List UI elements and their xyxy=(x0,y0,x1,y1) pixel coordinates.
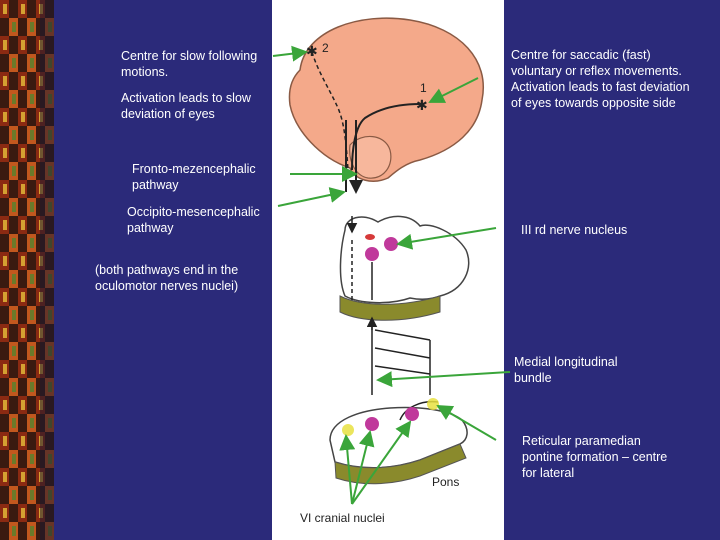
midbrain-section xyxy=(339,215,470,304)
arrow-saccadic xyxy=(428,77,479,103)
saccadic-centre-label: Centre for saccadic (fast) voluntary or … xyxy=(511,48,690,110)
arrow-mlf xyxy=(376,371,511,388)
slow-centre-label: Centre for slow following motions. xyxy=(121,49,258,79)
red-nucleus-mark xyxy=(365,234,375,240)
third-nerve-nucleus-label: III rd nerve nucleus xyxy=(521,223,628,237)
third-nerve-nucleus xyxy=(384,237,398,251)
both-pathways-note: (both pathways end in the oculomotor ner… xyxy=(95,263,239,293)
slow-activation-label: Activation leads to slow deviation of ey… xyxy=(121,91,251,121)
mlf-bundle xyxy=(371,318,431,395)
fronto-pathway-label: Fronto-mezencephalic pathway xyxy=(132,162,256,192)
fast-pathway-line xyxy=(351,103,421,171)
brain-hemisphere xyxy=(288,17,484,182)
arrow-slow-centre xyxy=(272,45,308,62)
pprf-right xyxy=(427,398,439,410)
vi-nucleus-right xyxy=(405,407,419,421)
centre-1-star: ✱ xyxy=(416,97,428,113)
vi-nucleus-left xyxy=(365,417,379,431)
vi-nuclei-label: VI cranial nuclei xyxy=(300,511,385,525)
third-nerve-nucleus-left xyxy=(365,247,379,261)
arrow-vi-right xyxy=(351,420,412,505)
reticular-formation-label: Reticular paramedian pontine formation –… xyxy=(522,434,668,480)
marker-2: 2 xyxy=(322,41,329,55)
arrow-vi-left xyxy=(351,430,375,505)
centre-2-star: ✱ xyxy=(306,43,318,59)
mlf-label: Medial longitudinal bundle xyxy=(514,355,618,385)
occipito-pathway-label: Occipito-mesencephalic pathway xyxy=(127,205,260,235)
arrow-occipito xyxy=(277,187,346,207)
arrow-vi-pprf xyxy=(339,434,356,505)
decorative-side-pattern xyxy=(0,0,54,540)
pons-label: Pons xyxy=(432,475,459,489)
pprf-left xyxy=(342,424,354,436)
marker-1: 1 xyxy=(420,81,427,95)
midbrain-base xyxy=(339,295,441,321)
arrow-third-nucleus xyxy=(396,227,497,250)
arrow-reticular xyxy=(436,404,497,441)
